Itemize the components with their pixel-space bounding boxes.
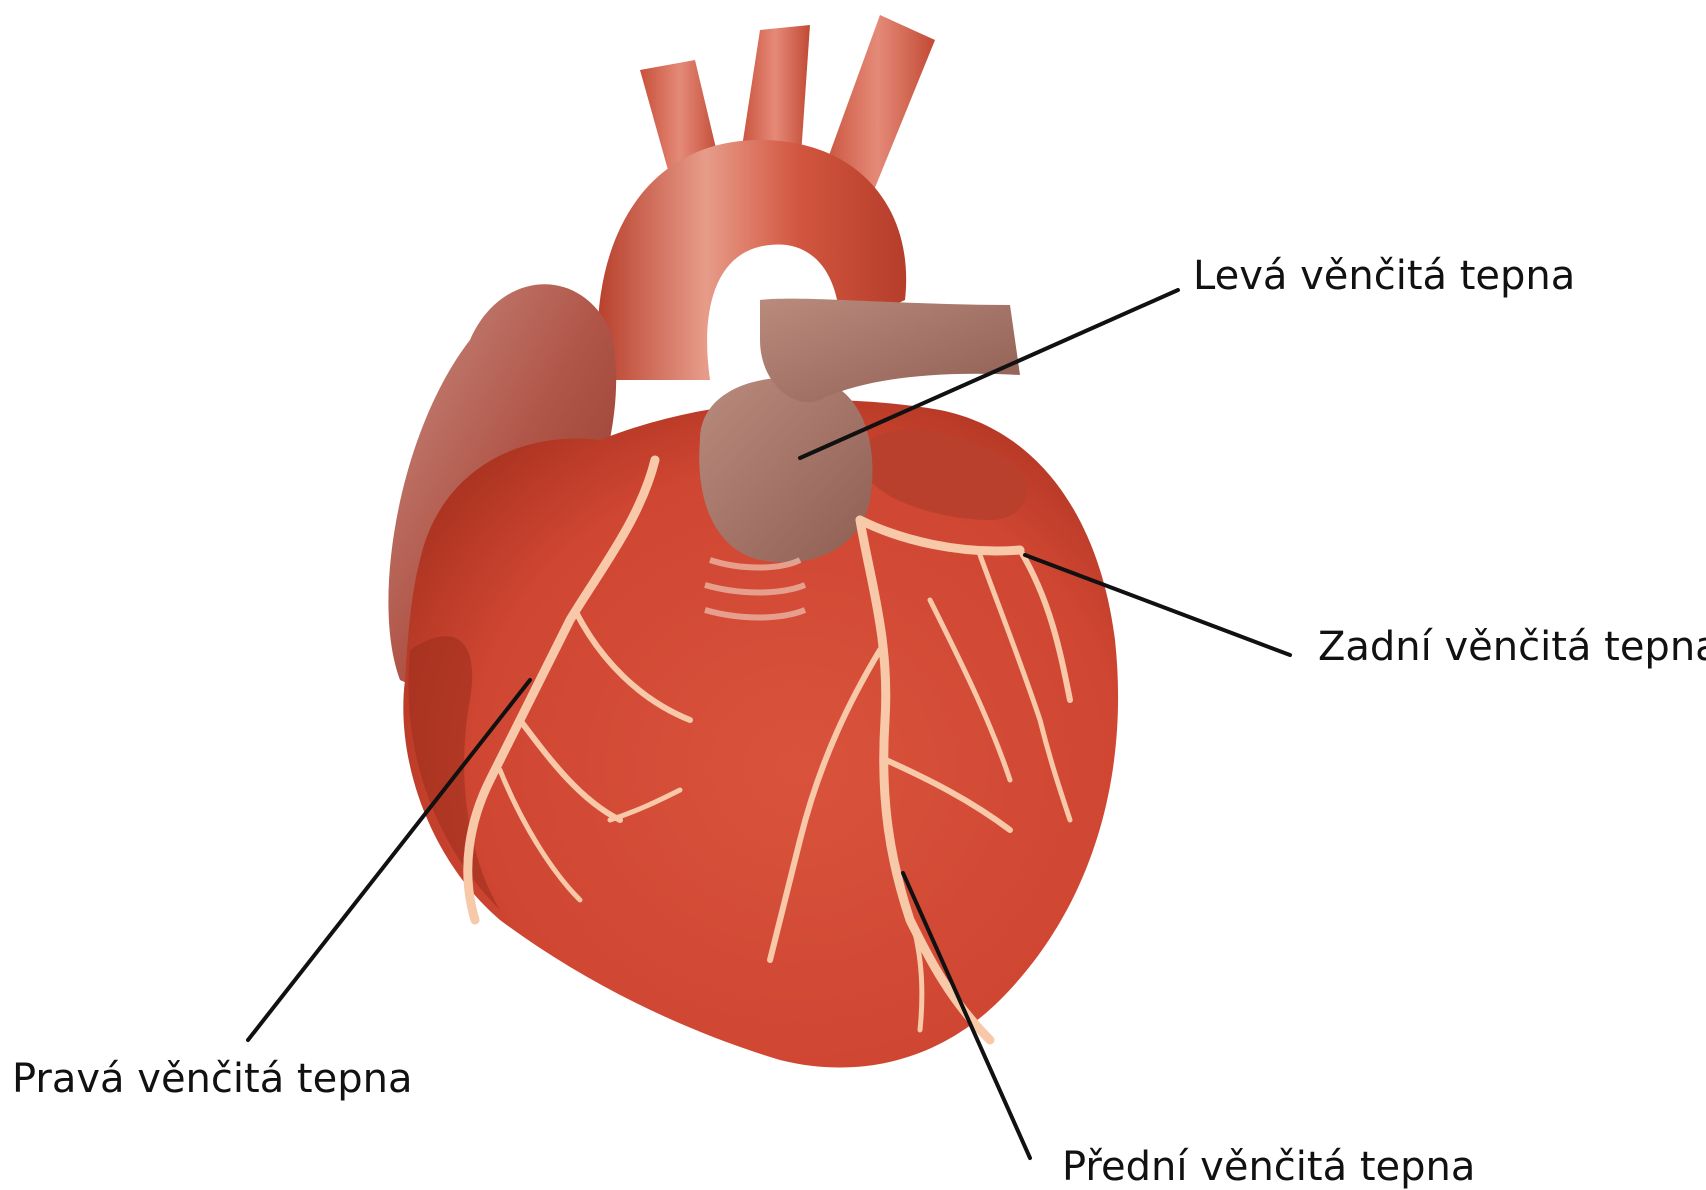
label-left-coronary-artery: Levá věnčitá tepna xyxy=(1193,256,1575,296)
label-right-coronary-artery: Pravá věnčitá tepna xyxy=(12,1059,412,1099)
label-anterior-coronary-artery: Přední věnčitá tepna xyxy=(1062,1147,1475,1187)
pulmonary-artery xyxy=(760,299,1020,402)
pulmonary-trunk xyxy=(699,378,872,563)
label-posterior-coronary-artery: Zadní věnčitá tepna xyxy=(1318,627,1706,667)
